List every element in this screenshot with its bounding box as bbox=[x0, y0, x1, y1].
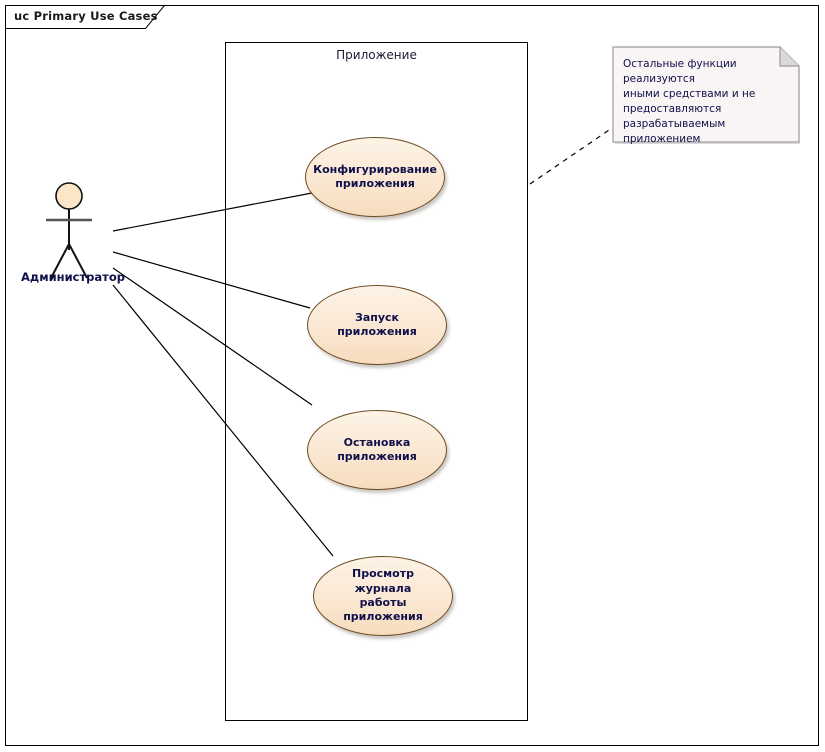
note-text: Остальные функции реализуются иными сред… bbox=[623, 58, 756, 145]
use-case-configure[interactable]: Конфигурирование приложения bbox=[305, 137, 445, 217]
system-boundary-title: Приложение bbox=[336, 48, 417, 62]
use-case-start-label: Запуск приложения bbox=[337, 310, 417, 338]
use-case-view-log-label: Просмотр журнала работы приложения bbox=[343, 567, 423, 624]
diagram-frame-tab bbox=[5, 5, 165, 29]
note-box[interactable]: Остальные функции реализуются иными сред… bbox=[612, 46, 800, 145]
actor-label: Администратор bbox=[21, 270, 125, 284]
use-case-configure-label: Конфигурирование приложения bbox=[313, 162, 437, 190]
use-case-start[interactable]: Запуск приложения bbox=[307, 285, 447, 365]
use-case-stop-label: Остановка приложения bbox=[337, 435, 417, 463]
stick-figure-actor-icon bbox=[46, 182, 92, 279]
diagram-frame bbox=[5, 5, 819, 746]
use-case-stop[interactable]: Остановка приложения bbox=[307, 410, 447, 490]
note-shape-icon bbox=[612, 46, 800, 144]
use-case-view-log[interactable]: Просмотр журнала работы приложения bbox=[313, 556, 453, 636]
actor-administrator[interactable] bbox=[18, 180, 128, 285]
diagram-frame-label: uc Primary Use Cases bbox=[14, 9, 158, 23]
